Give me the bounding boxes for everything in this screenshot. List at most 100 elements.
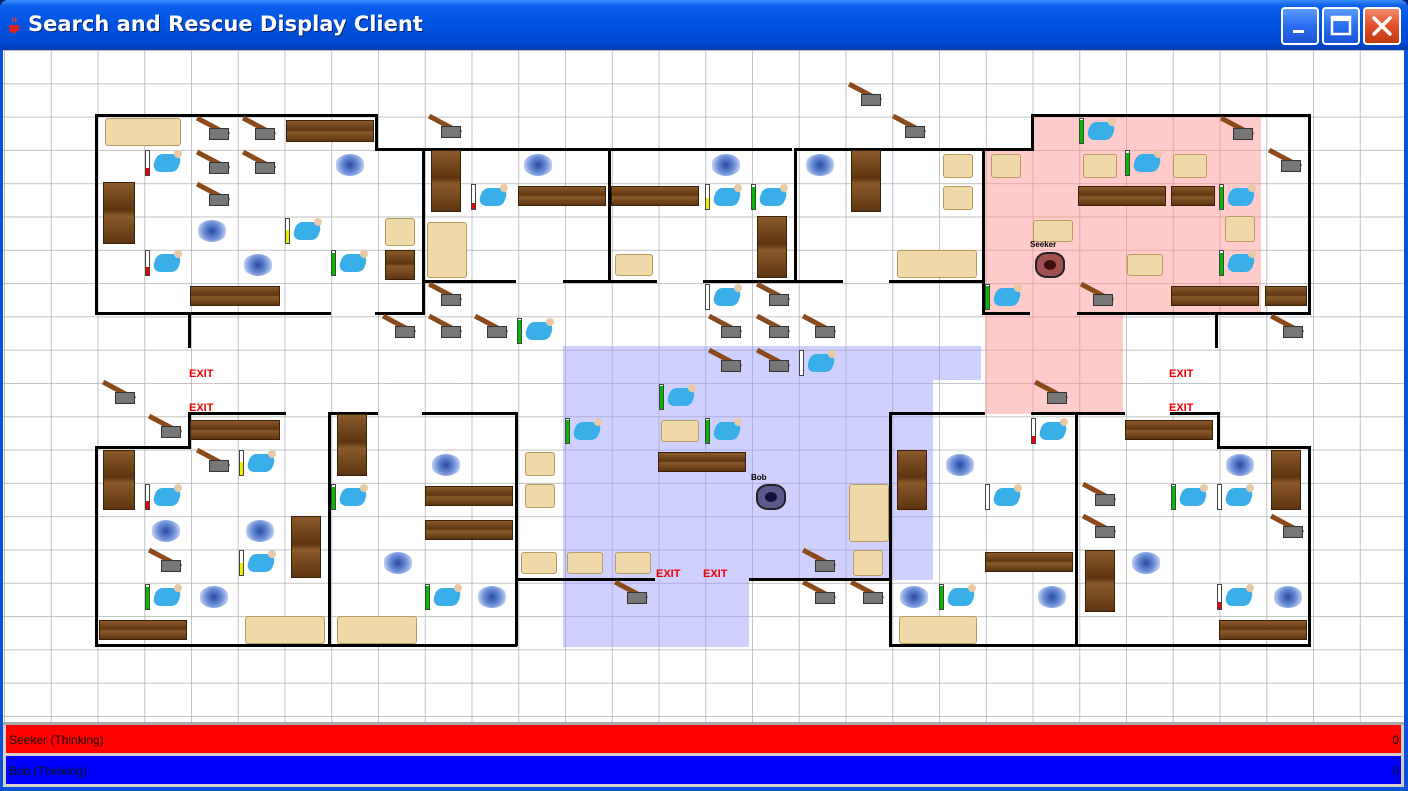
minimize-icon <box>1293 30 1304 33</box>
table <box>427 222 467 278</box>
desk <box>1271 450 1301 510</box>
table <box>899 616 977 644</box>
wall <box>1031 412 1125 415</box>
wall <box>794 148 984 151</box>
desk <box>1125 420 1213 440</box>
victim[interactable] <box>1031 418 1070 444</box>
chair <box>1273 586 1303 608</box>
exit-marker: EXIT <box>1169 368 1194 380</box>
victim[interactable] <box>239 550 278 576</box>
victim[interactable] <box>751 184 790 210</box>
victim[interactable] <box>471 184 510 210</box>
debris <box>705 313 745 342</box>
rescue-map-canvas[interactable]: EXIT EXIT EXIT EXIT EXIT EXIT <box>3 50 1404 722</box>
victim[interactable] <box>985 284 1024 310</box>
victim[interactable] <box>659 384 698 410</box>
debris <box>145 547 185 576</box>
exit-marker: EXIT <box>189 368 214 380</box>
victim[interactable] <box>425 584 464 610</box>
debris <box>1265 147 1305 176</box>
victim[interactable] <box>1079 118 1118 144</box>
close-icon <box>1372 16 1392 36</box>
victim[interactable] <box>705 284 744 310</box>
victim[interactable] <box>565 418 604 444</box>
wall <box>515 578 655 581</box>
maximize-button[interactable] <box>1322 7 1360 45</box>
victim[interactable] <box>1171 484 1210 510</box>
minimize-button[interactable] <box>1281 7 1319 45</box>
debris <box>99 379 139 408</box>
victim[interactable] <box>1219 184 1258 210</box>
wall <box>1217 412 1220 448</box>
debris <box>239 149 279 178</box>
table <box>615 552 651 574</box>
desk <box>291 516 321 578</box>
robot-bob[interactable] <box>750 480 792 514</box>
title-bar[interactable]: Search and Rescue Display Client <box>0 0 1408 50</box>
wall <box>95 644 517 647</box>
debris <box>1079 481 1119 510</box>
table <box>245 616 325 644</box>
victim[interactable] <box>939 584 978 610</box>
victim[interactable] <box>145 150 184 176</box>
victim[interactable] <box>985 484 1024 510</box>
desk <box>385 250 415 280</box>
victim[interactable] <box>705 418 744 444</box>
debris <box>799 313 839 342</box>
victim[interactable] <box>799 350 838 376</box>
debris <box>379 313 419 342</box>
table <box>615 254 653 276</box>
chair <box>245 520 275 542</box>
wall <box>889 644 1311 647</box>
close-button[interactable] <box>1363 7 1401 45</box>
wall <box>515 412 518 646</box>
table <box>1033 220 1073 242</box>
table <box>943 154 973 178</box>
debris <box>705 347 745 376</box>
debris <box>753 347 793 376</box>
bob-explored-area <box>563 380 933 580</box>
robot-seeker[interactable] <box>1029 248 1071 282</box>
table <box>661 420 699 442</box>
victim[interactable] <box>145 250 184 276</box>
wall <box>95 114 377 117</box>
chair <box>805 154 835 176</box>
wall <box>375 114 378 150</box>
exit-marker: EXIT <box>1169 402 1194 414</box>
desk <box>99 620 187 640</box>
window-frame-left <box>0 50 3 791</box>
desk <box>1085 550 1115 612</box>
wall <box>422 148 425 314</box>
debris <box>799 579 839 608</box>
wall <box>422 280 516 283</box>
table <box>521 552 557 574</box>
victim[interactable] <box>331 484 370 510</box>
wall <box>95 446 191 449</box>
agent-name: Seeker (Thinking) <box>9 733 104 747</box>
victim[interactable] <box>1219 250 1258 276</box>
victim[interactable] <box>239 450 278 476</box>
victim[interactable] <box>331 250 370 276</box>
victim[interactable] <box>1217 484 1256 510</box>
debris <box>889 113 929 142</box>
chair <box>383 552 413 574</box>
table <box>525 452 555 476</box>
victim[interactable] <box>145 484 184 510</box>
window-frame-bottom <box>0 787 1408 791</box>
debris <box>1031 379 1071 408</box>
victim[interactable] <box>1125 150 1164 176</box>
victim[interactable] <box>705 184 744 210</box>
table <box>1083 154 1117 178</box>
wall <box>982 148 985 314</box>
desk <box>190 286 280 306</box>
victim[interactable] <box>145 584 184 610</box>
victim[interactable] <box>517 318 556 344</box>
victim[interactable] <box>1217 584 1256 610</box>
wall <box>375 312 425 315</box>
wall <box>328 412 331 646</box>
agent-score: 0 <box>1392 764 1399 778</box>
robot-label-seeker: Seeker <box>1030 240 1057 249</box>
wall <box>982 148 1034 151</box>
wall <box>188 412 286 415</box>
victim[interactable] <box>285 218 324 244</box>
